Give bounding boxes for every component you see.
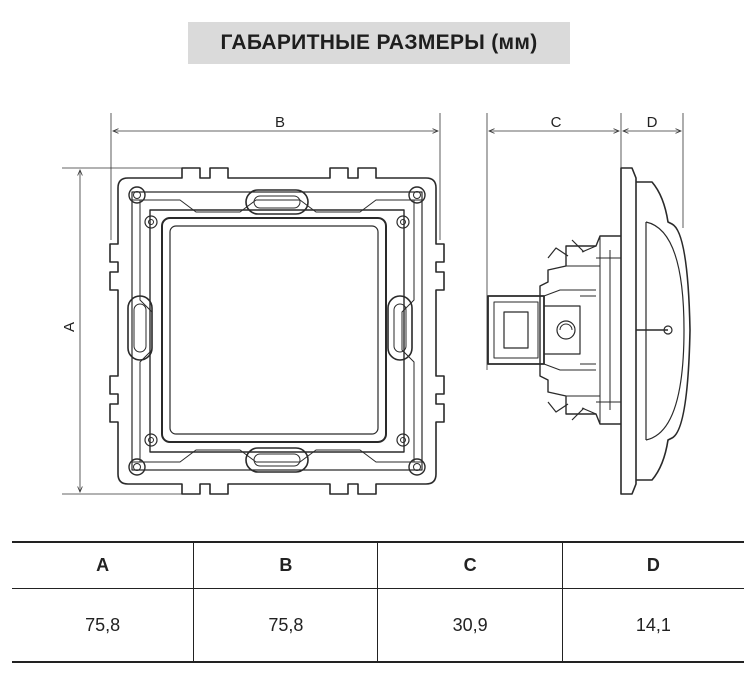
dimension-a <box>62 167 200 495</box>
label-a: A <box>61 322 78 332</box>
table-header-c: C <box>377 541 563 589</box>
dimension-c <box>486 113 622 370</box>
dimensions-table: A B C D 75,8 75,8 30,9 14,1 <box>12 541 744 663</box>
table-row: 75,8 75,8 30,9 14,1 <box>12 588 744 663</box>
label-c: C <box>551 114 562 131</box>
title-banner: ГАБАРИТНЫЕ РАЗМЕРЫ (мм) <box>188 22 570 64</box>
table-cell-c: 30,9 <box>377 588 563 663</box>
table-cell-d: 14,1 <box>561 588 744 663</box>
front-view-frame <box>109 167 445 495</box>
table-header-row: A B C D <box>12 541 744 589</box>
dimension-drawing: B A C D <box>61 113 691 495</box>
table-header-d: D <box>561 541 744 589</box>
label-d: D <box>647 114 658 131</box>
table-cell-a: 75,8 <box>12 588 194 663</box>
table-header-a: A <box>12 541 194 589</box>
table-cell-b: 75,8 <box>193 588 378 663</box>
dimension-d <box>623 113 684 228</box>
dimension-b <box>110 113 441 240</box>
side-view-device <box>487 167 691 495</box>
table-header-b: B <box>193 541 378 589</box>
label-b: B <box>275 114 285 131</box>
page-title: ГАБАРИТНЫЕ РАЗМЕРЫ (мм) <box>220 31 538 54</box>
